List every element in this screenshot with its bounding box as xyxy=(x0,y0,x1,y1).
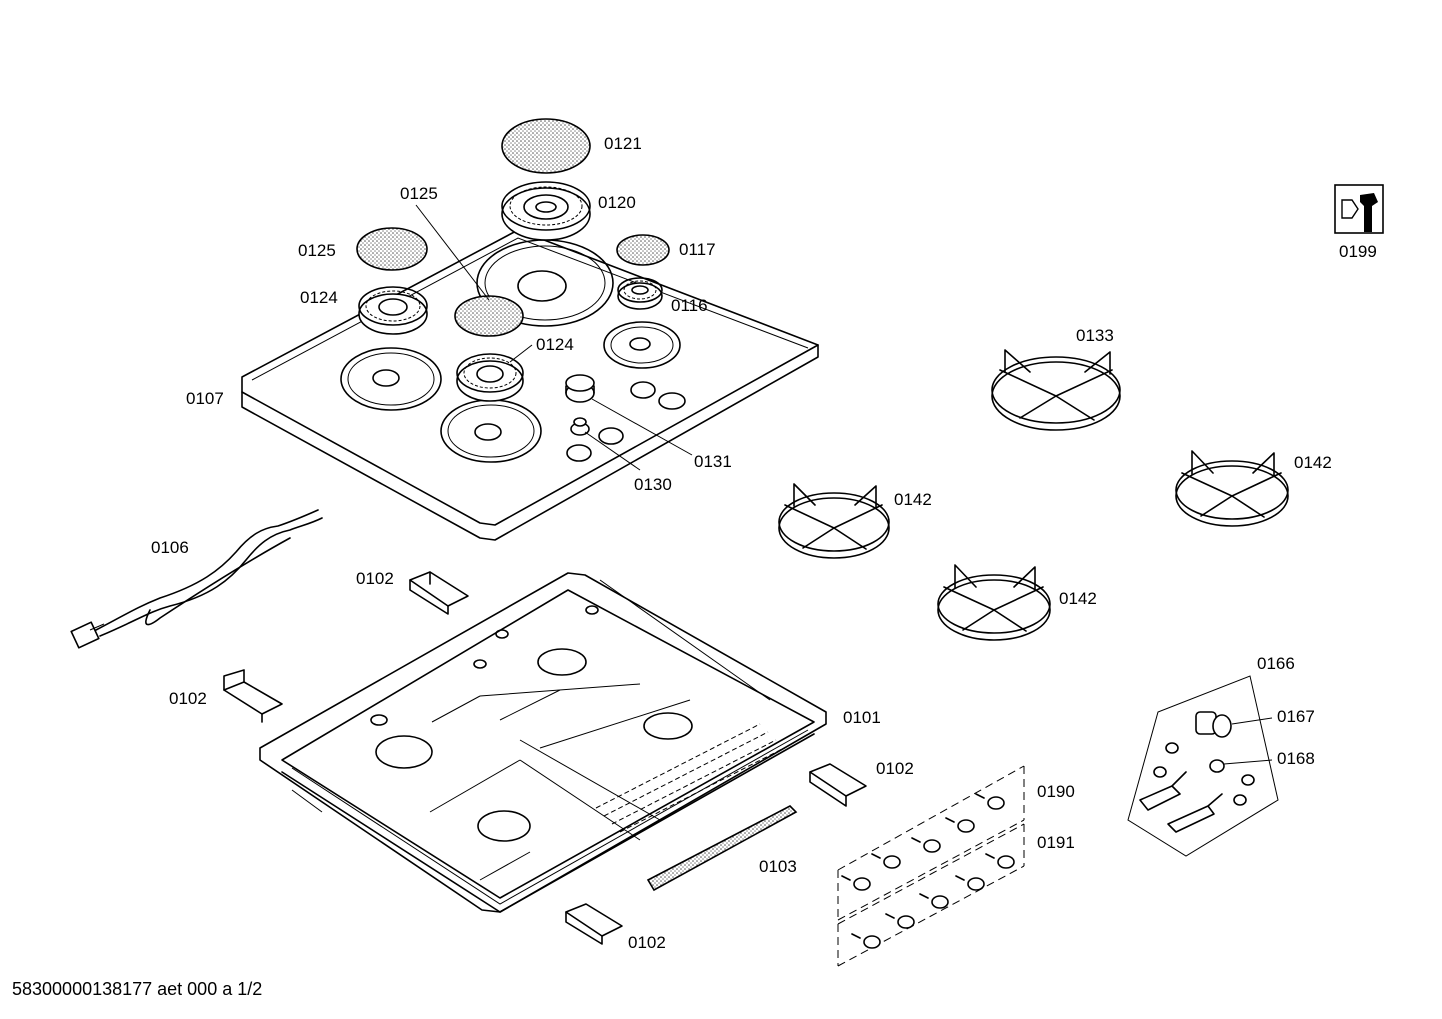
gasket-0125-center xyxy=(454,295,524,337)
gasket-0117 xyxy=(616,234,670,266)
label-0142-right: 0142 xyxy=(1294,453,1332,472)
label-0103: 0103 xyxy=(759,857,797,876)
screw-set xyxy=(837,765,1025,967)
gasket-0121 xyxy=(501,118,591,174)
label-0102-top: 0102 xyxy=(356,569,394,588)
burner-0124-center xyxy=(456,344,533,402)
label-0142-center: 0142 xyxy=(1059,589,1097,608)
burner-0124-left xyxy=(358,286,428,335)
bracket-left xyxy=(223,669,283,723)
label-0191: 0191 xyxy=(1037,833,1075,852)
pan-support-0142-right xyxy=(1175,450,1289,527)
label-0101: 0101 xyxy=(843,708,881,727)
gasket-0125-left xyxy=(356,227,428,271)
wrench-icon xyxy=(1334,184,1384,234)
pan-support-0142-center xyxy=(937,564,1051,641)
bracket-bottom xyxy=(565,903,623,945)
hob-top-plate xyxy=(241,229,819,541)
install-kit xyxy=(1127,675,1279,857)
label-0124-center: 0124 xyxy=(536,335,574,354)
document-id: 58300000138177 aet 000 a 1/2 xyxy=(12,979,263,999)
burner-0116 xyxy=(617,277,663,310)
power-cable xyxy=(70,509,323,649)
pan-support-0133 xyxy=(991,349,1121,431)
label-0131: 0131 xyxy=(694,452,732,471)
label-0106: 0106 xyxy=(151,538,189,557)
label-0199: 0199 xyxy=(1339,242,1377,261)
label-0102-left: 0102 xyxy=(169,689,207,708)
seal-strip xyxy=(646,805,798,892)
label-0133: 0133 xyxy=(1076,326,1114,345)
label-0130: 0130 xyxy=(634,475,672,494)
bracket-top xyxy=(409,571,469,615)
label-0125-center: 0125 xyxy=(400,184,438,203)
label-0102-right: 0102 xyxy=(876,759,914,778)
label-0107: 0107 xyxy=(186,389,224,408)
base-tray xyxy=(259,572,827,913)
label-0125-left: 0125 xyxy=(298,241,336,260)
bracket-right xyxy=(809,763,867,807)
label-0116: 0116 xyxy=(671,296,708,315)
burner-0120 xyxy=(501,181,591,241)
label-0190: 0190 xyxy=(1037,782,1075,801)
pan-support-0142-left xyxy=(778,483,890,559)
label-0168: 0168 xyxy=(1277,749,1315,768)
knob-spindle xyxy=(570,417,641,471)
label-0121: 0121 xyxy=(604,134,642,153)
label-0102-bottom: 0102 xyxy=(628,933,666,952)
label-0117: 0117 xyxy=(679,240,716,259)
control-knob xyxy=(565,374,693,456)
label-0166: 0166 xyxy=(1257,654,1295,673)
label-0120: 0120 xyxy=(598,193,636,212)
label-0142-left: 0142 xyxy=(894,490,932,509)
label-0124-left: 0124 xyxy=(300,288,338,307)
label-0167: 0167 xyxy=(1277,707,1315,726)
